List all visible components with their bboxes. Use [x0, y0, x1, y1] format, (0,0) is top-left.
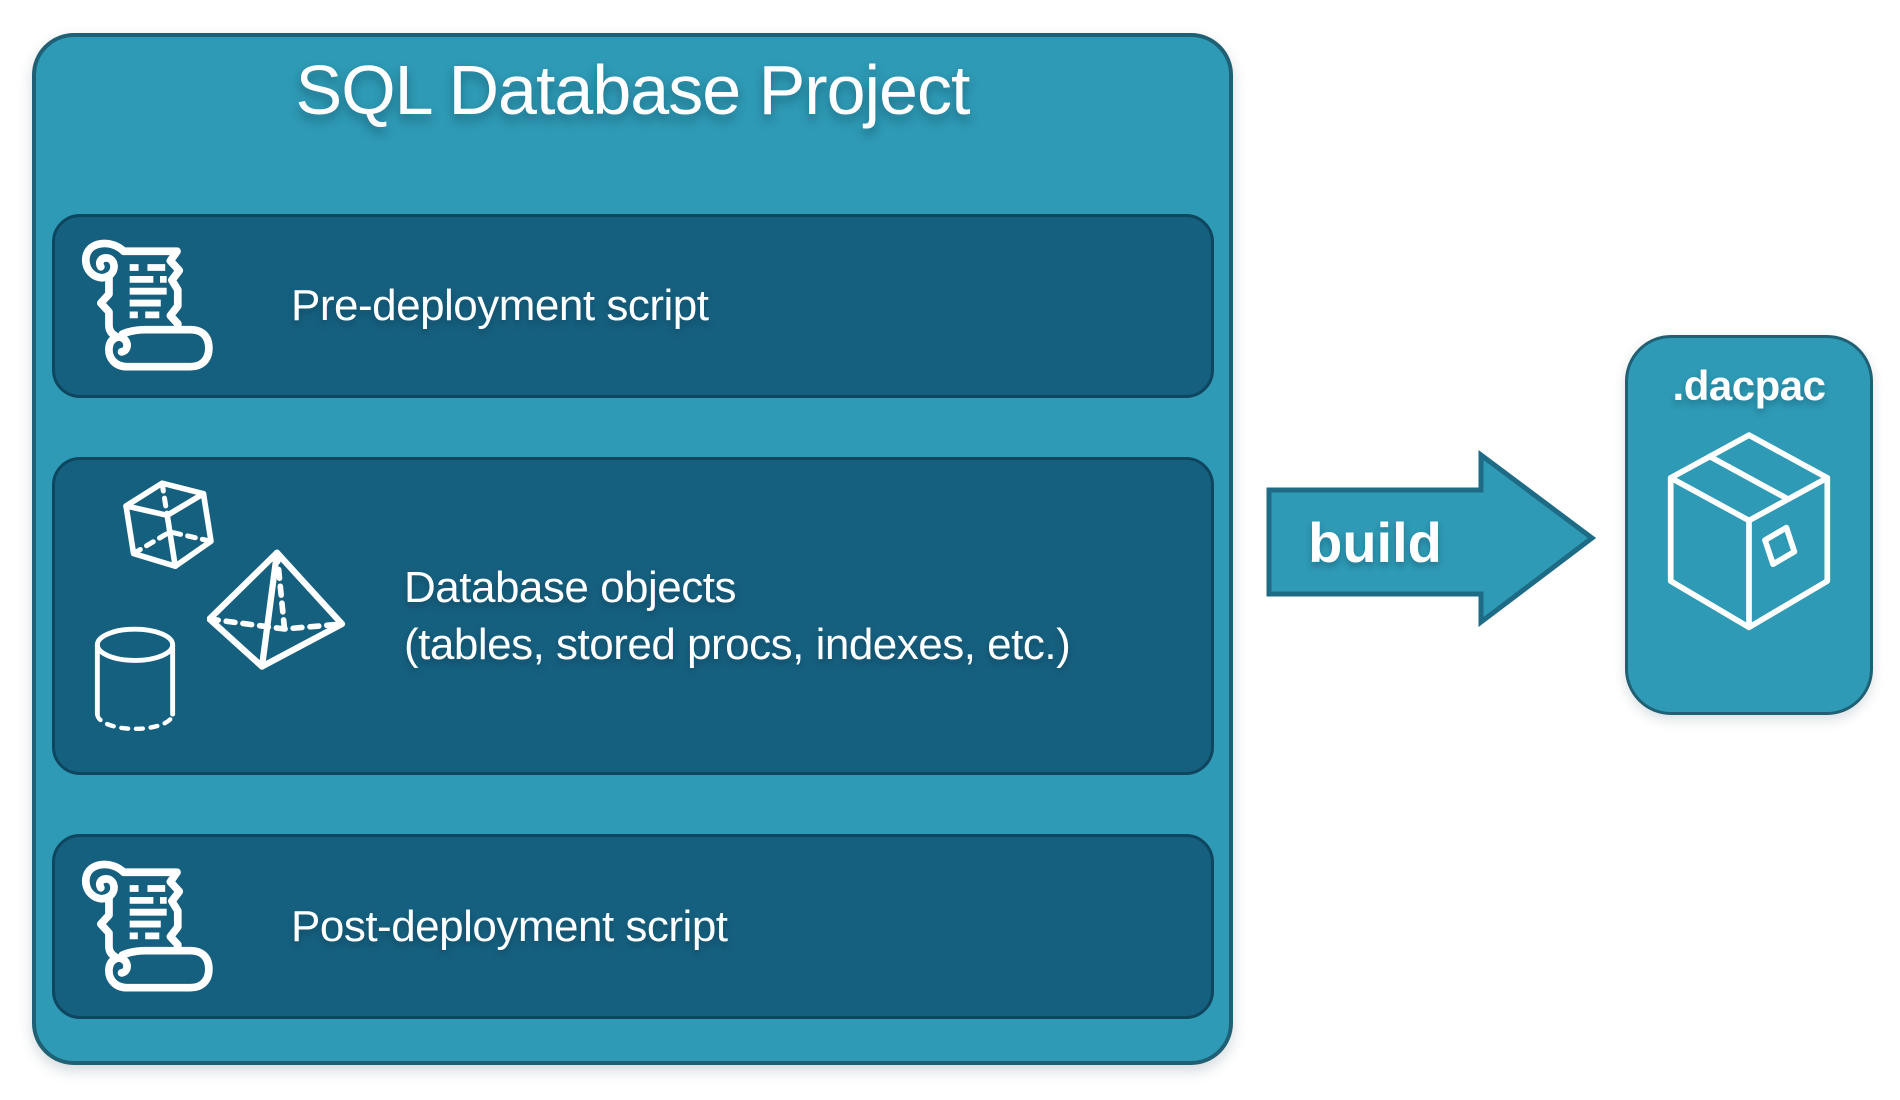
- post-deployment-panel: Post-deployment script: [52, 834, 1214, 1019]
- scroll-icon: [69, 853, 217, 1001]
- scroll-icon: [69, 232, 217, 380]
- project-title: SQL Database Project: [295, 51, 971, 129]
- build-arrow: build: [1260, 448, 1605, 630]
- cube-icon: [103, 468, 237, 597]
- package-icon: [1659, 428, 1839, 638]
- sql-database-project-box: SQL Database Project Pre-deployment scri…: [32, 33, 1233, 1065]
- pre-deployment-label: Pre-deployment script: [291, 281, 709, 330]
- database-objects-panel: Database objects (tables, stored procs, …: [52, 457, 1214, 775]
- database-objects-label-line1: Database objects: [404, 563, 737, 612]
- database-objects-label: Database objects (tables, stored procs, …: [404, 559, 1071, 673]
- right-arrow-icon: [1266, 450, 1597, 628]
- database-objects-label-line2: (tables, stored procs, indexes, etc.): [404, 620, 1071, 669]
- pyramid-icon: [207, 546, 347, 672]
- build-arrow-label: build: [1308, 510, 1442, 574]
- dacpac-label: .dacpac: [1672, 362, 1826, 409]
- cylinder-icon: [91, 624, 179, 734]
- dacpac-box: .dacpac: [1625, 335, 1873, 715]
- post-deployment-label: Post-deployment script: [291, 901, 728, 951]
- pre-deployment-panel: Pre-deployment script: [52, 214, 1214, 398]
